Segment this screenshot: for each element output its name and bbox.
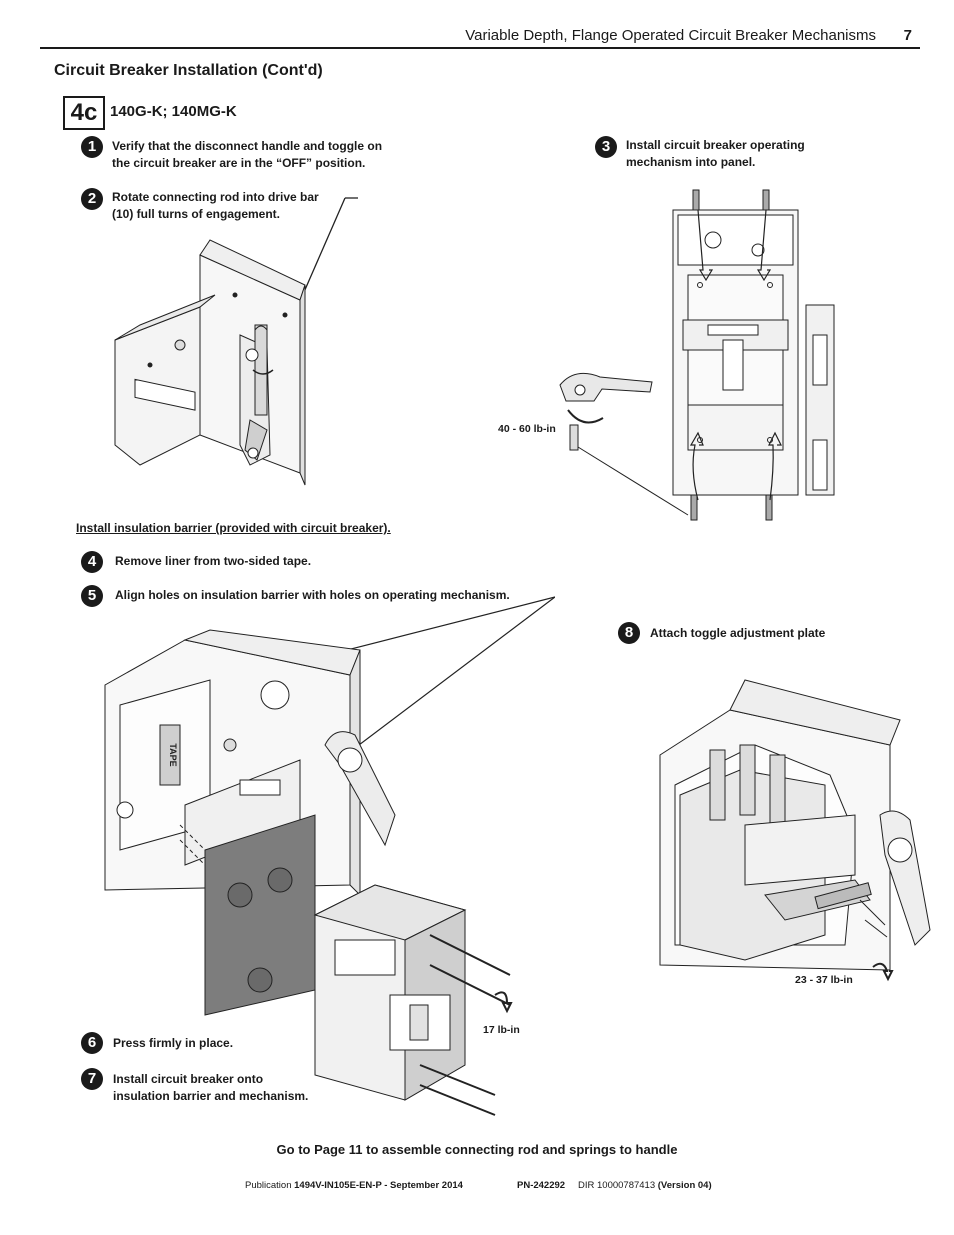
pn-number: PN-242292 <box>517 1180 566 1191</box>
step-2-number: 2 <box>81 188 103 210</box>
header-rule <box>40 47 920 49</box>
figure-insulation-barrier-breaker: TAPE <box>100 595 555 1120</box>
figure-bracket-connecting-rod <box>105 195 365 490</box>
torque-mechanism-label: 40 - 60 lb-in <box>498 423 556 435</box>
dir-number: DIR 10000787413 <box>578 1180 658 1191</box>
step-6-text: Press firmly in place. <box>113 1036 234 1050</box>
step-4-number: 4 <box>81 551 103 573</box>
step-2-text: Rotate connecting rod into drive bar(10)… <box>112 190 319 221</box>
page-number: 7 <box>903 27 912 44</box>
torque-breaker-label: 17 lb-in <box>483 1024 520 1036</box>
goto-instruction: Go to Page 11 to assemble connecting rod… <box>276 1142 678 1157</box>
step-3-number: 3 <box>595 136 617 158</box>
step-1-number: 1 <box>81 136 103 158</box>
step-8-number: 8 <box>618 622 640 644</box>
step-5-number: 5 <box>81 585 103 607</box>
figure-mechanism-panel <box>548 185 848 525</box>
step-8-text: Attach toggle adjustment plate <box>650 626 826 640</box>
step-6-number: 6 <box>81 1032 103 1054</box>
step-7-number: 7 <box>81 1068 103 1090</box>
figure-toggle-adjustment-plate <box>655 675 940 985</box>
publication-id: 1494V-IN105E-EN-P - September 2014 <box>294 1180 463 1191</box>
step-1-text: Verify that the disconnect handle and to… <box>112 139 383 170</box>
step-5-text: Align holes on insulation barrier with h… <box>115 588 510 602</box>
insulation-heading: Install insulation barrier (provided wit… <box>76 521 391 535</box>
step-4-text: Remove liner from two-sided tape. <box>115 554 312 568</box>
version: (Version 04) <box>657 1180 712 1191</box>
section-title: Circuit Breaker Installation (Cont'd) <box>54 62 323 79</box>
model-title: 140G-K; 140MG-K <box>110 103 237 120</box>
torque-plate-label: 23 - 37 lb-in <box>795 974 853 986</box>
tape-label: TAPE <box>168 743 178 766</box>
header-title: Variable Depth, Flange Operated Circuit … <box>465 27 876 44</box>
step-box: 4c <box>63 96 105 130</box>
